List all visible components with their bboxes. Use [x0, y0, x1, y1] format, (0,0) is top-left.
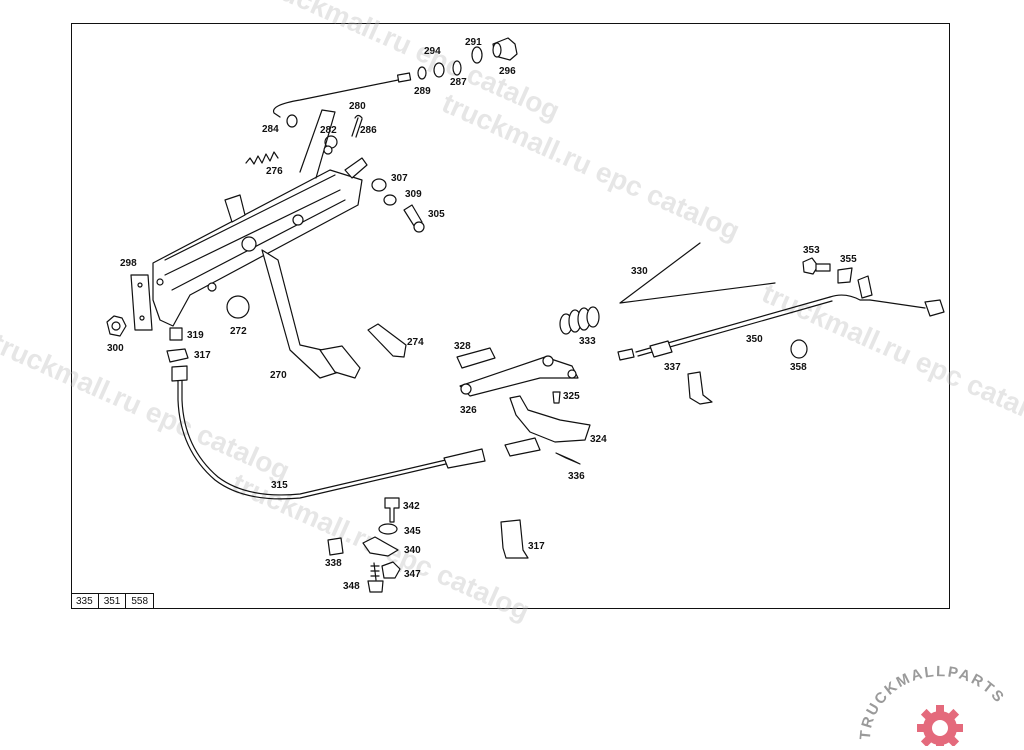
part-347-nut	[381, 561, 401, 579]
part-336-clip	[555, 452, 581, 465]
label-324: 324	[590, 434, 607, 445]
part-307-nut	[371, 178, 387, 192]
label-353: 353	[803, 245, 820, 256]
part-276-spring	[245, 151, 279, 165]
ref-cell: 558	[125, 594, 153, 609]
part-338-grommet	[327, 537, 344, 556]
diagram-frame	[71, 23, 950, 609]
label-330: 330	[631, 266, 648, 277]
ref-cell: 351	[97, 594, 126, 609]
pedal-bracket	[152, 109, 368, 327]
part-298-plate	[130, 274, 153, 331]
part-296-knob	[492, 37, 518, 61]
label-286: 286	[360, 125, 377, 136]
label-270: 270	[270, 370, 287, 381]
label-291: 291	[465, 37, 482, 48]
label-319: 319	[187, 330, 204, 341]
part-315-cable	[171, 365, 541, 500]
label-326: 326	[460, 405, 477, 416]
label-345: 345	[404, 526, 421, 537]
part-284-bushing	[286, 114, 298, 128]
label-338: 338	[325, 558, 342, 569]
part-326-lever	[459, 355, 579, 397]
label-342: 342	[403, 501, 420, 512]
label-307: 307	[391, 173, 408, 184]
part-309-washer	[383, 194, 397, 206]
part-286-split-pin	[351, 114, 363, 138]
label-325: 325	[563, 391, 580, 402]
label-280: 280	[349, 101, 366, 112]
part-291-bushing	[471, 46, 483, 64]
label-284: 284	[262, 124, 279, 135]
watermark: truckmall.ru epc catalog	[438, 87, 745, 246]
part-305-bolt	[403, 204, 425, 233]
part-328-boot	[456, 347, 496, 369]
part-280-rod	[272, 77, 409, 118]
label-296: 296	[499, 66, 516, 77]
part-294-washer	[433, 62, 445, 78]
part-labels: 291 294 296 289 287 280 284 282 286 276 …	[107, 37, 857, 592]
part-289-clip	[417, 66, 427, 80]
part-333-boot	[559, 306, 600, 335]
part-350-cable	[617, 294, 945, 361]
part-330-pointer	[619, 242, 776, 304]
part-324-bracket	[509, 395, 591, 443]
label-274: 274	[407, 337, 424, 348]
label-289: 289	[414, 86, 431, 97]
part-337-clip	[687, 371, 713, 405]
label-272: 272	[230, 326, 247, 337]
part-348-screw	[367, 562, 384, 593]
part-342-bolt	[384, 497, 400, 523]
part-274-pad	[367, 323, 407, 358]
label-315: 315	[271, 480, 288, 491]
label-350: 350	[746, 334, 763, 345]
watermark: truckmall.ru epc catalog	[0, 327, 294, 486]
label-328: 328	[454, 341, 471, 352]
gear-icon	[917, 705, 963, 746]
part-300-nut	[106, 315, 127, 337]
part-317-clip	[166, 348, 189, 363]
part-287-ring	[452, 60, 462, 76]
part-319-bushing	[169, 327, 183, 341]
label-309: 309	[405, 189, 422, 200]
label-347: 347	[404, 569, 421, 580]
label-340: 340	[404, 545, 421, 556]
label-317: 317	[194, 350, 211, 361]
ref-cell: 335	[76, 596, 93, 607]
label-317-b: 317	[528, 541, 545, 552]
label-287: 287	[450, 77, 467, 88]
part-272-bushing	[226, 295, 250, 319]
part-345-washer	[378, 523, 398, 535]
label-348: 348	[343, 581, 360, 592]
part-355-washer	[837, 267, 853, 284]
truckmallparts-logo: TRUCKMALLPARTS	[858, 663, 1006, 746]
part-317b-clip	[500, 519, 529, 559]
reference-table: 335 351 558	[71, 593, 155, 609]
label-333: 333	[579, 336, 596, 347]
watermark: truckmall.ru epc catalog	[258, 0, 565, 126]
label-358: 358	[790, 362, 807, 373]
part-270-pedal	[261, 249, 361, 379]
label-355: 355	[840, 254, 857, 265]
label-337: 337	[664, 362, 681, 373]
label-276: 276	[266, 166, 283, 177]
label-294: 294	[424, 46, 441, 57]
part-355-bracket	[857, 275, 873, 299]
label-336: 336	[568, 471, 585, 482]
label-305: 305	[428, 209, 445, 220]
part-353-bolt	[802, 257, 831, 275]
part-340-bracket	[362, 536, 399, 557]
label-298: 298	[120, 258, 137, 269]
part-325-pin	[552, 391, 561, 404]
part-358-grommet	[790, 339, 808, 359]
label-282: 282	[320, 125, 337, 136]
label-300: 300	[107, 343, 124, 354]
